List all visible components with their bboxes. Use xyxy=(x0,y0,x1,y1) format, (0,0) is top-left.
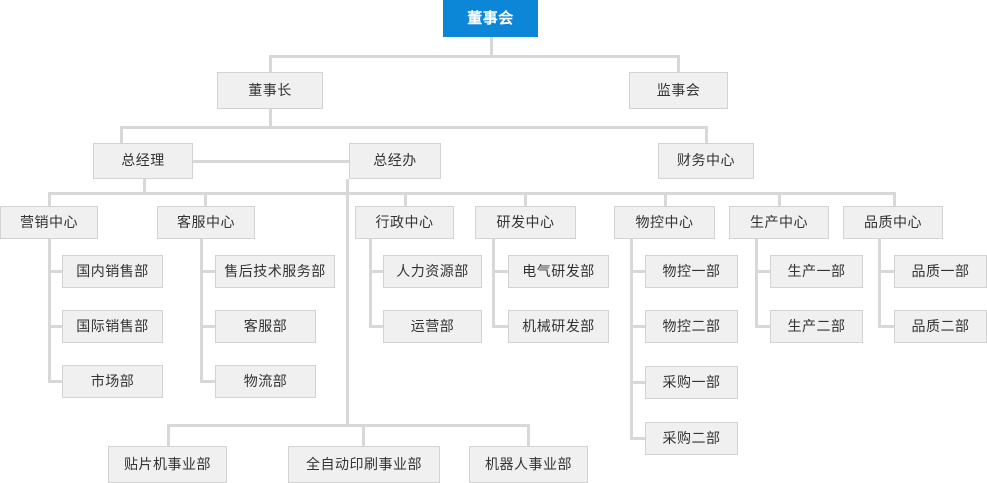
connector-prod-spine xyxy=(755,238,758,327)
node-mechanical-rd-dept[interactable]: 机械研发部 xyxy=(508,310,609,343)
connector-mc-child-2 xyxy=(630,325,647,328)
connector-mc-child-4 xyxy=(630,437,647,440)
connector-cs-spine xyxy=(200,238,203,382)
node-finance-center[interactable]: 财务中心 xyxy=(658,143,754,179)
node-supervisory-board[interactable]: 监事会 xyxy=(629,72,728,109)
connector-mc-spine xyxy=(630,238,633,438)
connector-marketing-child-3 xyxy=(48,380,64,383)
node-general-manager[interactable]: 总经理 xyxy=(93,143,193,179)
connector-level4-bus xyxy=(48,192,896,195)
connector-admin-spine xyxy=(369,238,372,327)
connector-divisions-bus xyxy=(167,424,530,427)
connector-to-production xyxy=(778,192,781,206)
node-admin-center[interactable]: 行政中心 xyxy=(355,206,454,239)
connector-rd-child-2 xyxy=(492,325,510,328)
node-board-of-directors[interactable]: 董事会 xyxy=(443,0,538,37)
connector-to-supervisory xyxy=(677,55,680,73)
node-quality-dept-2[interactable]: 品质二部 xyxy=(894,310,987,343)
node-material-control-dept-2[interactable]: 物控二部 xyxy=(645,310,738,343)
node-chairman[interactable]: 董事长 xyxy=(217,72,323,109)
connector-qc-spine xyxy=(878,238,881,327)
connector-admin-child-2 xyxy=(369,325,385,328)
connector-to-admin xyxy=(404,192,407,206)
node-robot-division[interactable]: 机器人事业部 xyxy=(469,446,588,483)
node-customer-service-dept[interactable]: 客服部 xyxy=(215,310,316,343)
node-quality-dept-1[interactable]: 品质一部 xyxy=(894,255,987,288)
connector-chairman-stem xyxy=(269,108,272,126)
connector-gm-stem xyxy=(143,179,146,192)
node-material-control-center[interactable]: 物控中心 xyxy=(614,206,715,239)
node-production-dept-1[interactable]: 生产一部 xyxy=(770,255,863,288)
connector-marketing-child-1 xyxy=(48,270,64,273)
connector-rd-child-1 xyxy=(492,270,510,273)
connector-to-rd xyxy=(524,192,527,206)
node-printing-division[interactable]: 全自动印刷事业部 xyxy=(288,446,440,483)
connector-to-printing xyxy=(362,424,365,446)
connector-cs-child-1 xyxy=(200,270,217,273)
node-operations-dept[interactable]: 运营部 xyxy=(383,310,482,343)
node-market-dept[interactable]: 市场部 xyxy=(62,365,163,398)
connector-marketing-child-2 xyxy=(48,325,64,328)
connector-mc-child-1 xyxy=(630,270,647,273)
connector-mc-child-3 xyxy=(630,381,647,384)
connector-to-robot xyxy=(527,424,530,446)
node-hr-dept[interactable]: 人力资源部 xyxy=(383,255,482,288)
connector-marketing-spine xyxy=(48,238,51,382)
connector-qc-child-2 xyxy=(878,325,895,328)
connector-to-smt xyxy=(167,424,170,446)
node-production-dept-2[interactable]: 生产二部 xyxy=(770,310,863,343)
connector-to-quality xyxy=(893,192,896,206)
node-purchasing-dept-1[interactable]: 采购一部 xyxy=(645,366,738,399)
node-quality-center[interactable]: 品质中心 xyxy=(843,206,943,239)
node-marketing-center[interactable]: 营销中心 xyxy=(0,206,98,239)
node-domestic-sales-dept[interactable]: 国内销售部 xyxy=(62,255,163,288)
connector-to-customer-service xyxy=(204,192,207,206)
node-after-sales-tech-service-dept[interactable]: 售后技术服务部 xyxy=(215,255,335,288)
node-smt-division[interactable]: 贴片机事业部 xyxy=(108,446,227,483)
node-customer-service-center[interactable]: 客服中心 xyxy=(157,206,255,239)
connector-prod-child-1 xyxy=(755,270,772,273)
connector-cs-child-3 xyxy=(200,380,217,383)
connector-to-material-control xyxy=(664,192,667,206)
node-rd-center[interactable]: 研发中心 xyxy=(475,206,576,239)
node-purchasing-dept-2[interactable]: 采购二部 xyxy=(645,422,738,455)
node-material-control-dept-1[interactable]: 物控一部 xyxy=(645,255,738,288)
connector-level3-bus xyxy=(120,126,708,129)
node-international-sales-dept[interactable]: 国际销售部 xyxy=(62,310,163,343)
connector-to-finance xyxy=(705,126,708,143)
connector-root-stem xyxy=(490,37,493,55)
connector-to-chairman xyxy=(269,55,272,73)
connector-cs-child-2 xyxy=(200,325,217,328)
node-electrical-rd-dept[interactable]: 电气研发部 xyxy=(508,255,609,288)
connector-to-marketing xyxy=(48,192,51,206)
connector-qc-child-1 xyxy=(878,270,895,273)
connector-level2-bus xyxy=(270,55,679,58)
node-gm-office[interactable]: 总经办 xyxy=(349,143,441,179)
connector-prod-child-2 xyxy=(755,325,772,328)
connector-gm-office-stem xyxy=(346,179,349,426)
node-production-center[interactable]: 生产中心 xyxy=(729,206,829,239)
connector-rd-spine xyxy=(492,238,495,327)
connector-admin-child-1 xyxy=(369,270,385,273)
connector-gm-to-gm-office xyxy=(192,160,349,163)
node-logistics-dept[interactable]: 物流部 xyxy=(215,365,316,398)
connector-to-gm xyxy=(120,126,123,143)
